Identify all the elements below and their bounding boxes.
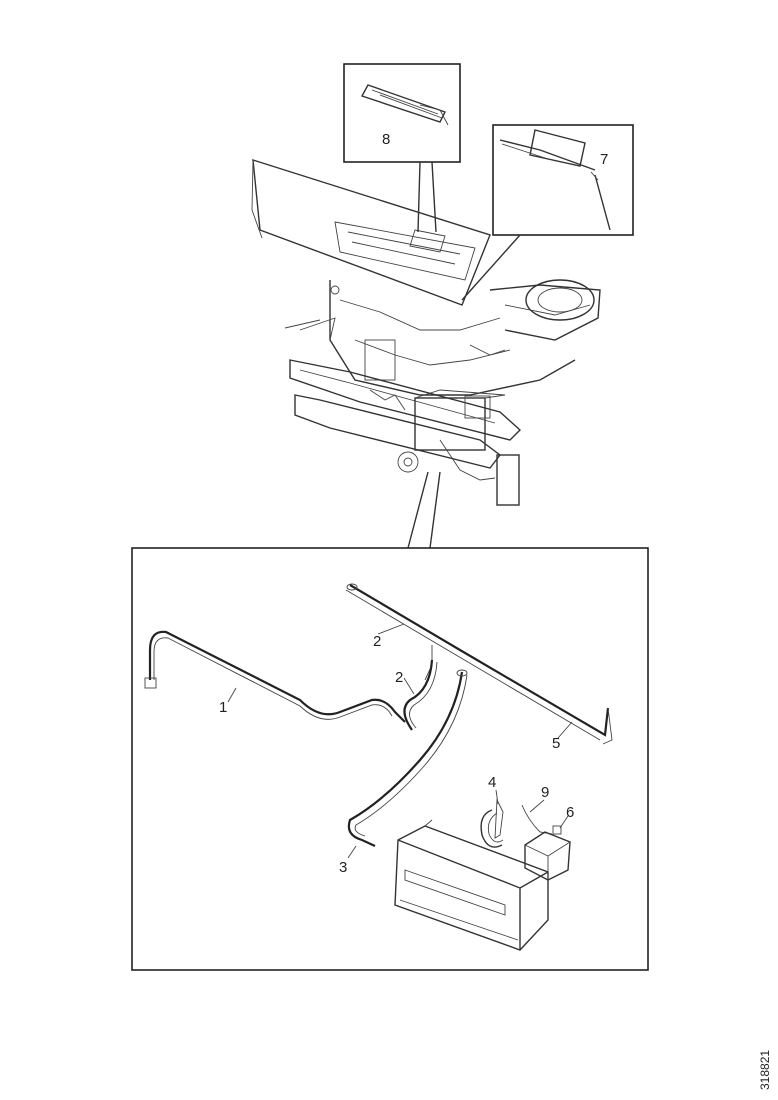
callout-8: 8 (382, 131, 390, 148)
callout-2-mid: 2 (395, 669, 403, 686)
hose-2-small (403, 659, 438, 731)
wire-9 (521, 804, 553, 835)
callout-7: 7 (600, 151, 608, 168)
callout-6: 6 (566, 804, 574, 821)
figure-id: 318821 (758, 1050, 772, 1090)
callout-1: 1 (219, 699, 227, 716)
leader-line-left (407, 471, 429, 549)
leader-line-right (429, 471, 441, 549)
hose-1 (144, 630, 406, 723)
detail-box-bottom (131, 547, 649, 971)
callout-5: 5 (552, 735, 560, 752)
reservoir-tank (394, 819, 549, 951)
detail-box-top-right (461, 124, 634, 301)
callout-3: 3 (339, 859, 347, 876)
connector-6 (524, 825, 571, 881)
detail-box-top-left (343, 63, 461, 233)
hose-2-and-5 (345, 583, 613, 745)
callout-4: 4 (488, 774, 496, 791)
hose-3 (347, 669, 468, 847)
callout-9: 9 (541, 784, 549, 801)
callout-2-top: 2 (373, 633, 381, 650)
clamp-4 (480, 798, 504, 848)
machine-assembly (251, 159, 601, 506)
